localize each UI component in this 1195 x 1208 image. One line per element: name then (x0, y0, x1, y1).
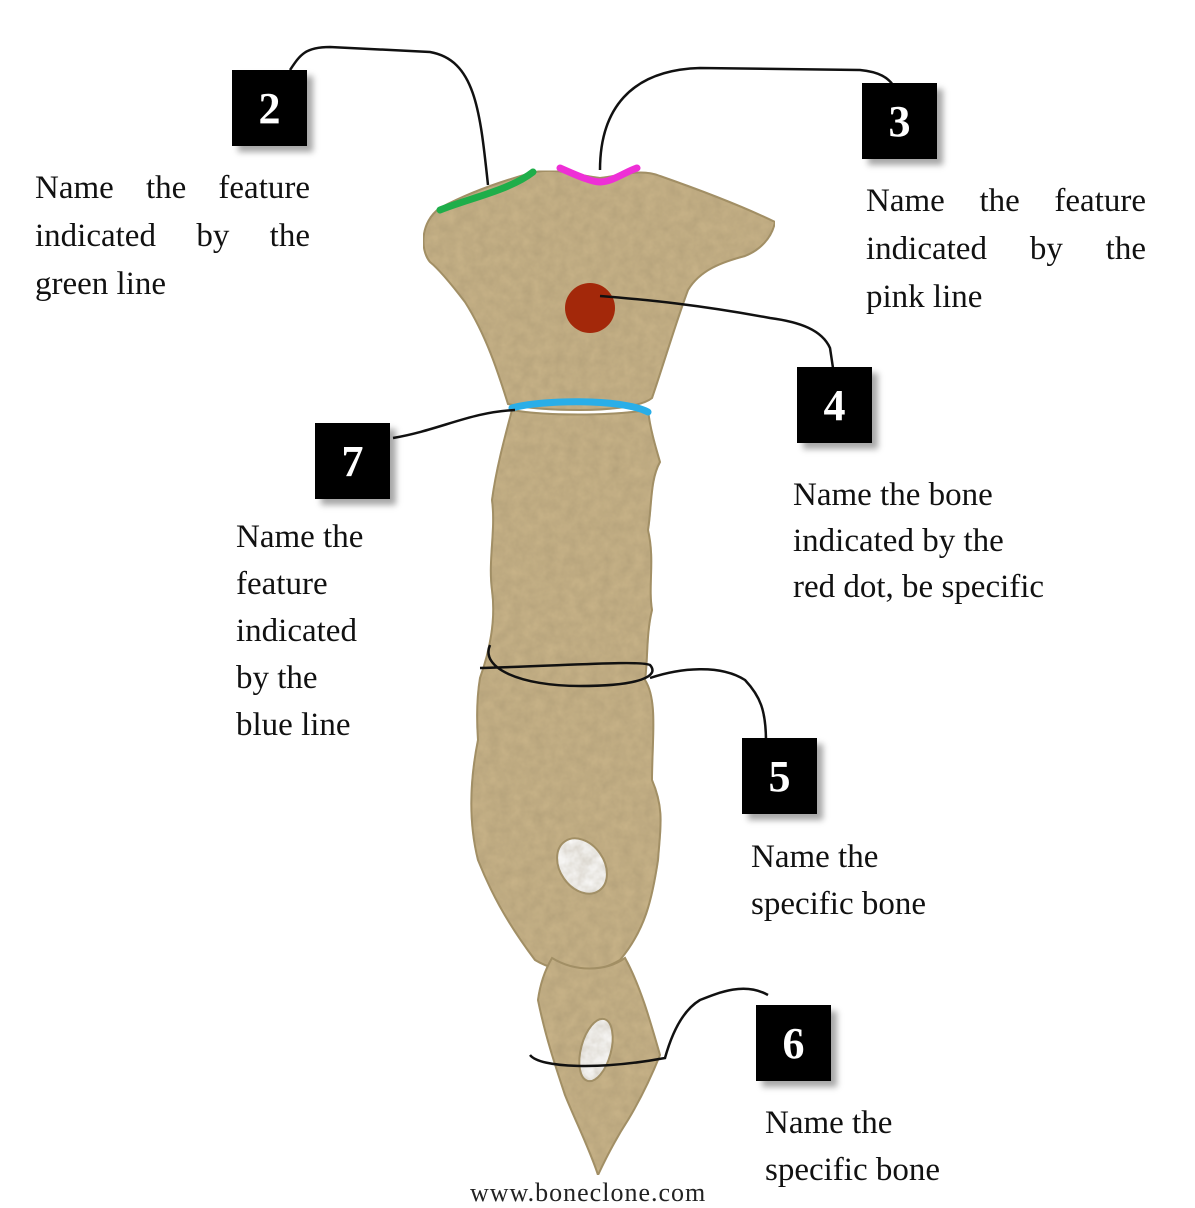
leader-7 (392, 408, 516, 440)
callout-number-3: 3 (862, 83, 937, 159)
callout-text-2-line: green line (35, 266, 167, 302)
callout-text-4-line: Name the bone (793, 477, 993, 513)
leader-3 (598, 66, 895, 171)
callout-number-4: 4 (797, 367, 872, 443)
callout-text-5-line: specific bone (751, 886, 927, 922)
leader-2 (288, 45, 490, 186)
sternal-body (470, 408, 662, 973)
sternal-foramen (556, 837, 608, 895)
callout-text-3: Name the feature indicated by the pink l… (866, 177, 1146, 321)
callout-text-7-line: blue line (236, 707, 351, 743)
green-line (436, 168, 537, 214)
callout-text-3-line: Name the feature (866, 183, 1146, 219)
callout-number-6: 6 (756, 1005, 831, 1081)
callout-text-7-line: indicated (236, 613, 357, 649)
pink-line (556, 164, 641, 186)
callout-text-4-line: red dot, be specific (793, 569, 1045, 605)
leader-4 (599, 294, 835, 369)
callout-text-2-line: Name the feature (35, 170, 310, 206)
callout-text-7-line: by the (236, 660, 318, 696)
callout-text-7-line: feature (236, 566, 328, 602)
leader-lines (288, 45, 895, 1068)
callout-number-5: 5 (742, 738, 817, 814)
callout-text-5-line: Name the (751, 839, 879, 875)
callout-text-6: Name the specific bone (765, 1100, 940, 1194)
callout-text-3-line: pink line (866, 279, 983, 315)
callout-text-2-line: indicated by the (35, 218, 310, 254)
callout-text-7-line: Name the (236, 519, 364, 555)
callout-number-7: 7 (315, 423, 390, 499)
callout-text-6-line: Name the (765, 1105, 893, 1141)
red-dot (565, 283, 615, 333)
callout-text-5: Name the specific bone (751, 834, 926, 928)
callout-text-7: Name the feature indicated by the blue l… (236, 514, 363, 749)
callout-text-4: Name the bone indicated by the red dot, … (793, 472, 1044, 610)
watermark-text: www.boneclone.com (470, 1178, 707, 1207)
callout-text-6-line: specific bone (765, 1152, 941, 1188)
callout-text-3-line: indicated by the (866, 231, 1146, 267)
leader-5 (479, 644, 768, 743)
callout-text-4-line: indicated by the (793, 523, 1004, 559)
callout-text-2: Name the feature indicated by the green … (35, 164, 310, 308)
callout-number-2: 2 (232, 70, 307, 146)
blue-line (508, 398, 652, 416)
leader-6 (529, 987, 769, 1068)
